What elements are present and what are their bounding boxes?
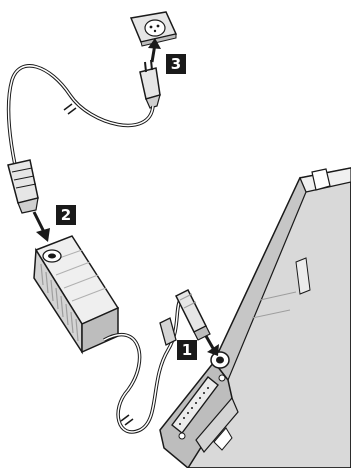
port-cover-icon: [195, 396, 239, 453]
step-2-badge: 2: [56, 205, 76, 225]
wall-outlet-icon: [129, 11, 178, 47]
arrow-icon: [204, 335, 219, 356]
step-1-number: 1: [182, 341, 192, 359]
step-1-badge: 1: [177, 340, 197, 360]
arrow-icon: [148, 38, 161, 63]
step-2-number: 2: [61, 206, 71, 224]
appliance-connector-icon: [7, 159, 39, 214]
dc-plug-icon: [174, 288, 211, 341]
serial-port-icon: [171, 374, 226, 440]
power-cord: [6, 64, 155, 166]
step-3-badge: 3: [166, 54, 186, 74]
ac-adapter-icon: [33, 235, 120, 355]
plug-icon: [139, 59, 161, 109]
ferrite-bead-icon: [159, 317, 177, 346]
laptop-power-jack-icon: [210, 351, 230, 369]
step-3-number: 3: [171, 55, 181, 73]
arrow-icon: [32, 211, 50, 242]
